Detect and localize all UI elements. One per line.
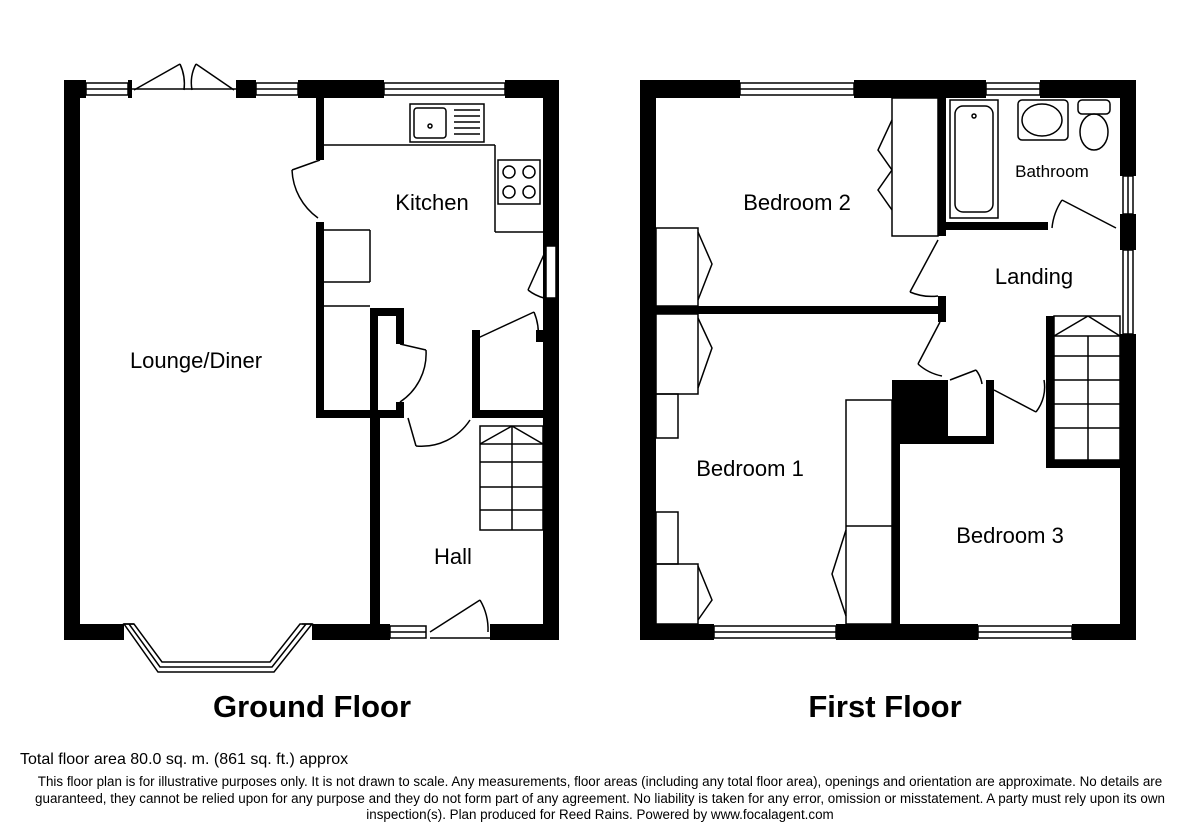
first-floor-windows bbox=[713, 82, 1134, 639]
first-floor-walls bbox=[640, 80, 1136, 640]
wardrobes bbox=[655, 97, 939, 625]
bathroom-fittings bbox=[949, 99, 1111, 219]
front-door bbox=[429, 599, 490, 639]
ground-floor-walls bbox=[64, 80, 559, 640]
first-floor-stairs bbox=[1053, 315, 1121, 461]
ground-floor-internal-doors bbox=[291, 159, 547, 448]
lounge-french-doors bbox=[132, 63, 236, 91]
first-floor-plan: Bedroom 2 Bathroom Landing Bedroom 1 Bed… bbox=[640, 80, 1136, 724]
ground-floor-title: Ground Floor bbox=[213, 689, 411, 724]
room-label-bathroom: Bathroom bbox=[1015, 162, 1089, 181]
room-label-kitchen: Kitchen bbox=[395, 190, 468, 215]
ground-floor-windows bbox=[85, 82, 557, 639]
room-label-bedroom-3: Bedroom 3 bbox=[956, 523, 1064, 548]
room-label-landing: Landing bbox=[995, 264, 1073, 289]
first-floor-doors bbox=[697, 119, 1117, 621]
ground-floor-stairs bbox=[479, 425, 544, 531]
first-floor-title: First Floor bbox=[808, 689, 961, 724]
room-label-lounge-diner: Lounge/Diner bbox=[130, 348, 262, 373]
room-label-bedroom-1: Bedroom 1 bbox=[696, 456, 804, 481]
disclaimer-text: This floor plan is for illustrative purp… bbox=[35, 774, 1165, 822]
lounge-bay-window bbox=[122, 623, 314, 673]
kitchen-fittings bbox=[324, 103, 543, 307]
room-label-bedroom-2: Bedroom 2 bbox=[743, 190, 851, 215]
ground-floor-plan: Lounge/Diner Kitchen Hall Ground Floor bbox=[64, 63, 559, 724]
room-label-hall: Hall bbox=[434, 544, 472, 569]
total-floor-area: Total floor area 80.0 sq. m. (861 sq. ft… bbox=[20, 751, 349, 768]
